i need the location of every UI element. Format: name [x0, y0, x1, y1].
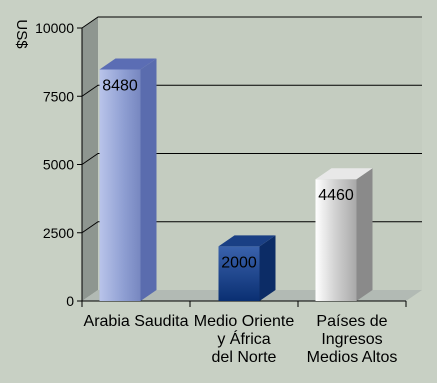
bars: [99, 58, 373, 301]
bar: [99, 58, 157, 301]
category-label-line: del Norte: [212, 349, 277, 366]
bar-front: [218, 246, 260, 301]
category-label-line: Medios Altos: [307, 349, 398, 366]
bar-value-label: 8480: [102, 77, 138, 94]
bar-top: [218, 235, 276, 247]
category-label-line: Países de: [316, 313, 387, 330]
category-label-line: Medio Oriente: [194, 313, 295, 330]
bar-side: [140, 58, 157, 301]
bar-top: [315, 168, 373, 180]
category-label-line: Arabia Saudita: [84, 313, 189, 330]
bar: [315, 168, 373, 301]
y-axis-ticks: 0 2500 5000 7500 10000: [35, 20, 82, 309]
bar-side: [259, 235, 276, 301]
bar-value-label: 4460: [318, 187, 354, 204]
gridline: [81, 221, 422, 234]
gridlines: [81, 16, 422, 234]
gridline: [81, 153, 422, 165]
y-tick-label: 2500: [43, 225, 74, 241]
y-tick-label: 0: [66, 293, 74, 309]
gridline: [81, 84, 422, 97]
category-label: Arabia Saudita: [84, 313, 189, 330]
x-axis-ticks: [81, 301, 407, 307]
y-axis-unit-label: US$: [13, 19, 30, 49]
y-tick-label: 7500: [43, 88, 74, 104]
y-tick-label: 10000: [35, 20, 74, 36]
category-label-line: y África: [217, 329, 270, 348]
value-labels: 8480 2000 4460: [102, 77, 354, 271]
bar-front: [315, 179, 357, 301]
gridline: [81, 16, 422, 29]
bar: [218, 235, 276, 301]
y-tick-label: 5000: [43, 157, 74, 173]
bar-side: [356, 168, 373, 301]
category-label-line: Ingresos: [321, 331, 382, 348]
bar-top: [99, 58, 157, 70]
bar-value-label: 2000: [221, 254, 257, 271]
bar-front: [99, 69, 141, 301]
